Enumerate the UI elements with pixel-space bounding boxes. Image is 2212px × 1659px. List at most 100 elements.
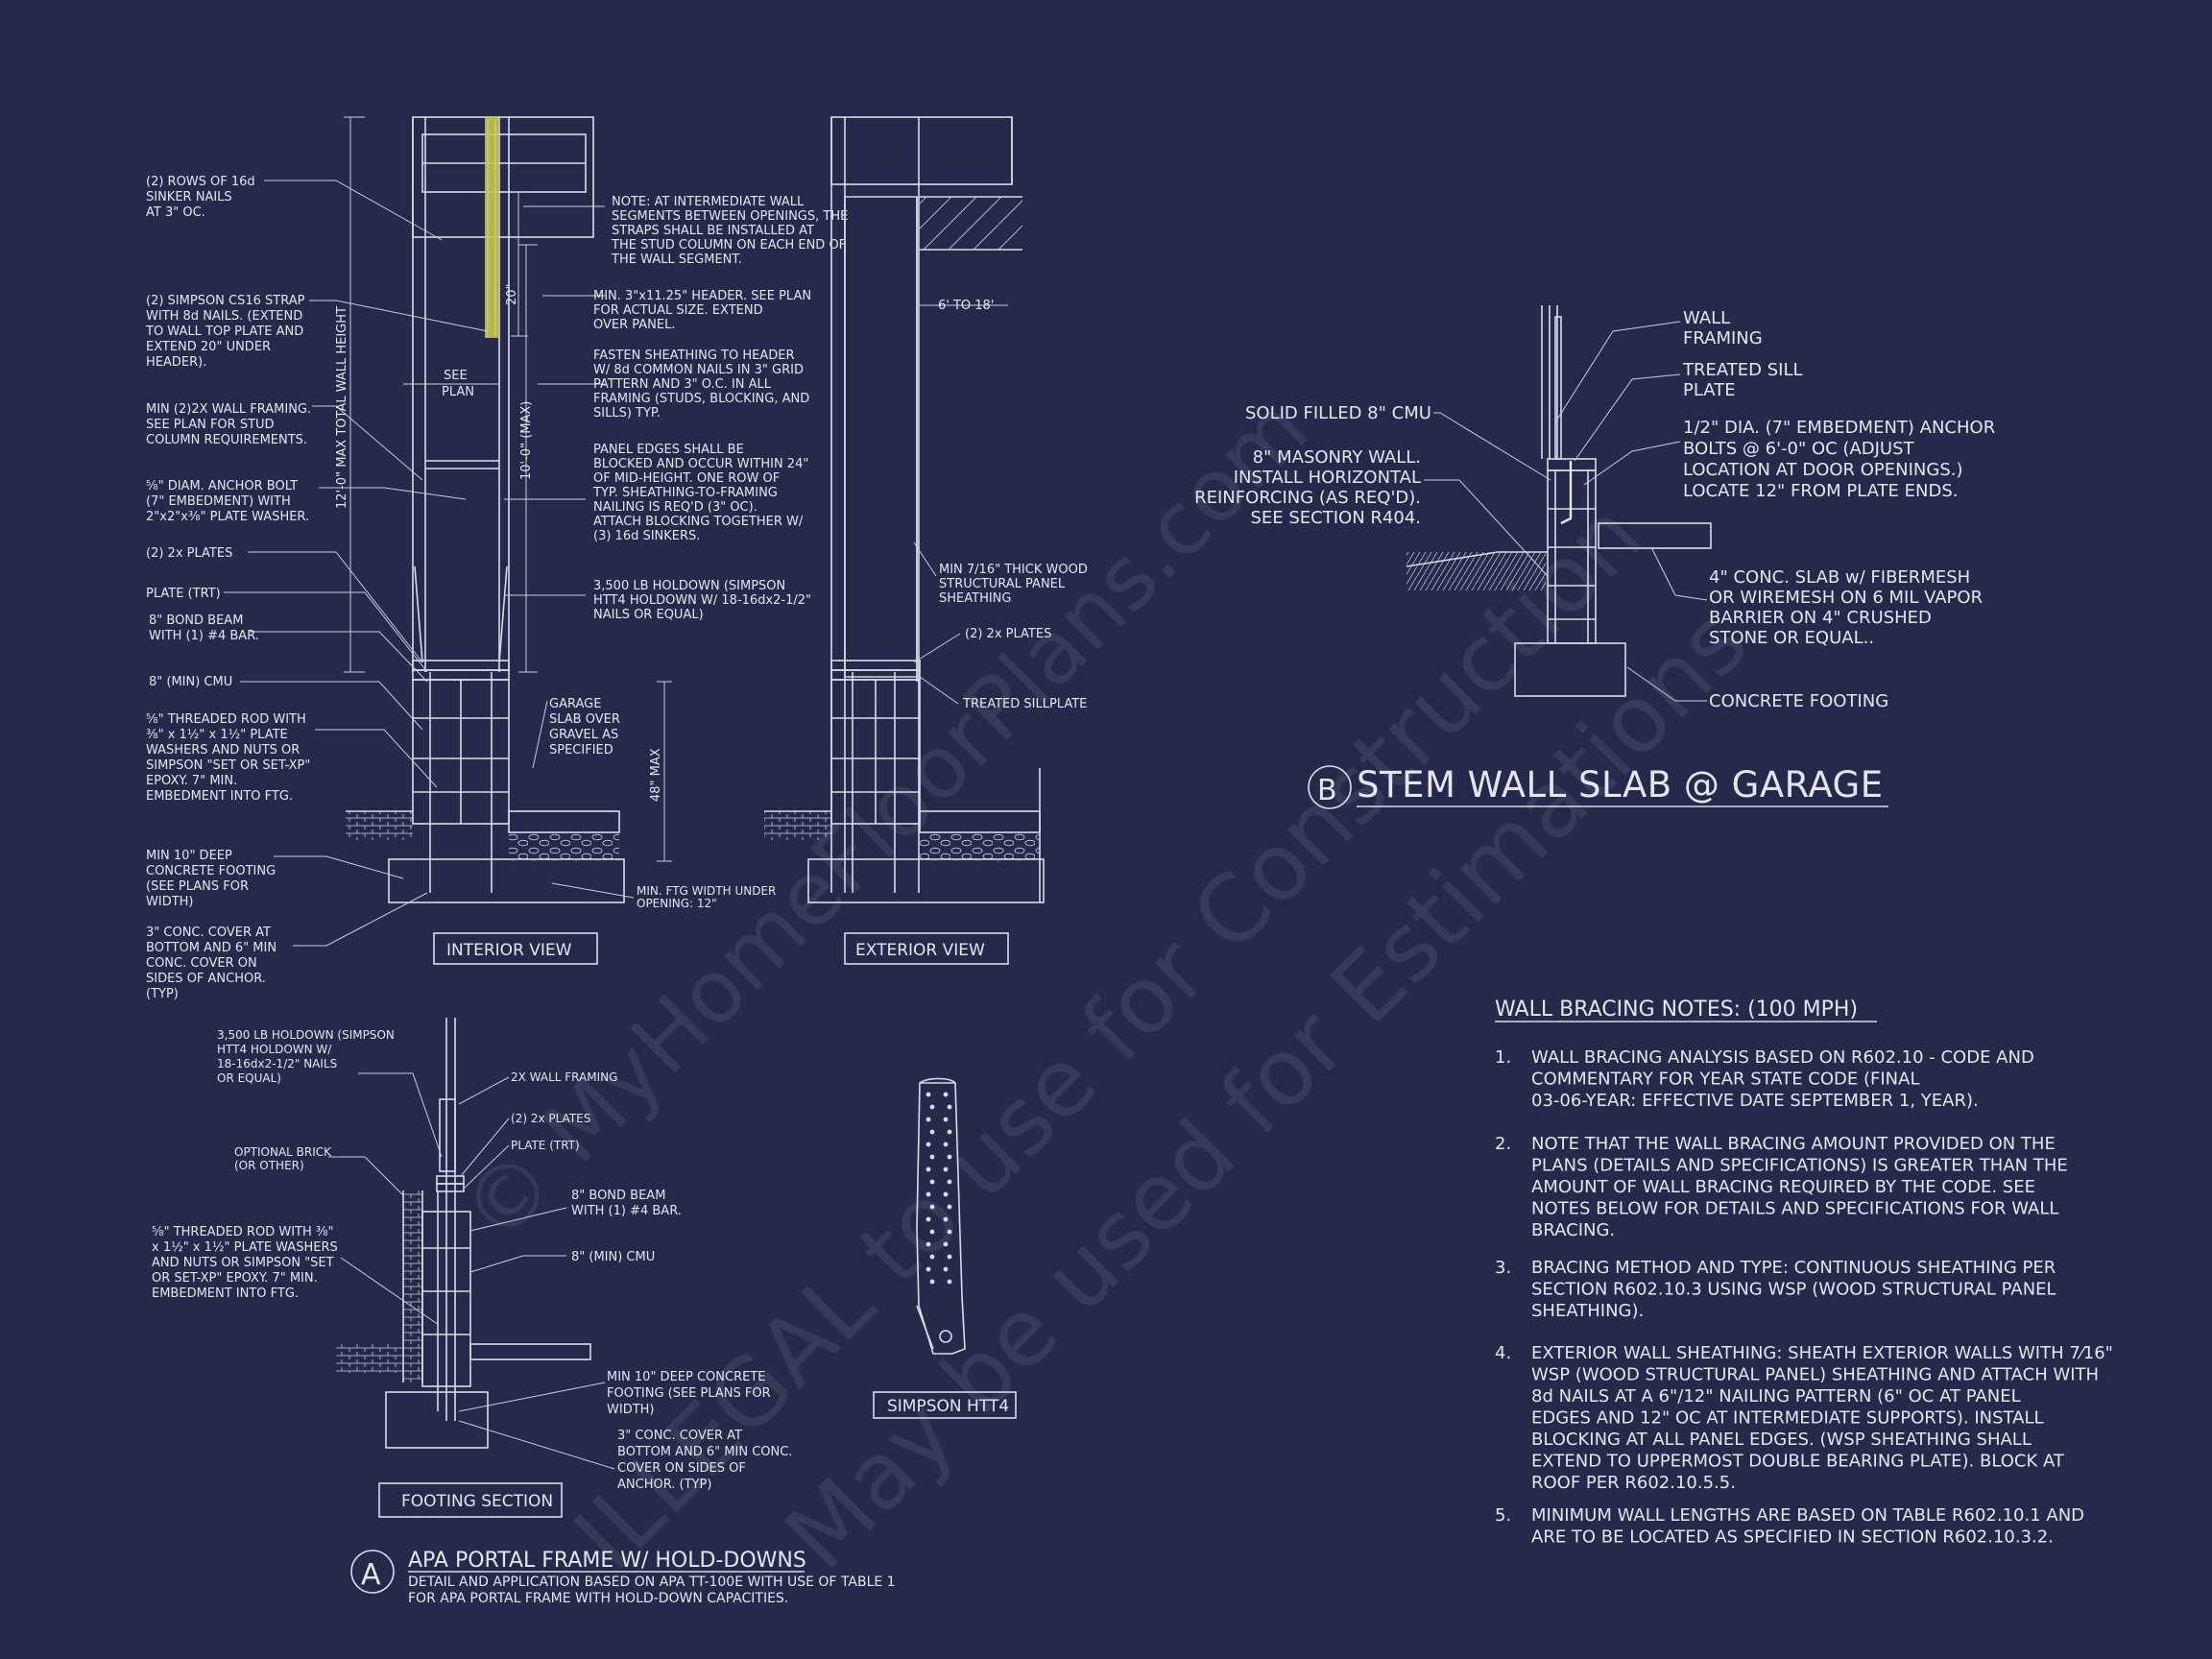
note-5-number: 5. [1495,1505,1511,1526]
dim-forty-eight-max: 48" MAX [649,748,663,802]
interior-view-label: INTERIOR VIEW [446,941,572,960]
detail-a-title-block: A APA PORTAL FRAME W/ HOLD-DOWNS DETAIL … [350,1549,896,1606]
note-1-line: WALL BRACING ANALYSIS BASED ON R602.10 -… [1531,1047,2034,1068]
note-1-number: 1. [1495,1047,1511,1068]
note-2-line: NOTE THAT THE WALL BRACING AMOUNT PROVID… [1531,1134,2056,1154]
detail-a-subtitle: DETAIL AND APPLICATION BASED ON APA TT-1… [408,1575,896,1606]
callout-ftg-min-cmu: 8" (MIN) CMU [571,1250,655,1264]
note-4-line: EDGES AND 12" OC AT INTERMEDIATE SUPPORT… [1531,1408,2044,1429]
note-1-line: 03-06-YEAR: EFFECTIVE DATE SEPTEMBER 1, … [1531,1091,1979,1111]
callout-ftg-optional-brick: OPTIONAL BRICK(OR OTHER) [234,1145,332,1172]
footing-section-drawing [336,1018,591,1449]
note-2-line: BRACING. [1531,1220,1615,1240]
detail-b-title-block: B STEM WALL SLAB @ GARAGE [1308,764,1888,809]
callout-b-solid-cmu: SOLID FILLED 8" CMU [1245,403,1431,423]
detail-b-title: STEM WALL SLAB @ GARAGE [1357,764,1884,805]
exterior-view-drawing [764,116,1045,903]
note-2-line: AMOUNT OF WALL BRACING REQUIRED BY THE C… [1531,1177,2035,1197]
note-3-line: BRACING METHOD AND TYPE: CONTINUOUS SHEA… [1531,1258,2056,1278]
note-2-line: PLANS (DETAILS AND SPECIFICATIONS) IS GR… [1531,1156,2068,1176]
note-2-number: 2. [1495,1134,1511,1154]
detail-a-title: APA PORTAL FRAME W/ HOLD-DOWNS [408,1549,806,1573]
simpson-htt4-drawing [916,1077,966,1355]
callout-b-concrete-footing: CONCRETE FOOTING [1709,691,1888,711]
callout-plate-trt: PLATE (TRT) [146,587,221,601]
note-3-number: 3. [1495,1258,1511,1278]
note-4-number: 4. [1495,1343,1511,1363]
dim-six-to-eighteen: 6' TO 18' [938,299,994,313]
footing-section-label: FOOTING SECTION [401,1492,553,1511]
note-4-line: EXTERIOR WALL SHEATHING: SHEATH EXTERIOR… [1531,1343,2113,1363]
note-4-line: 8d NAILS AT A 6"/12" NAILING PATTERN (6"… [1531,1386,2021,1407]
note-2-line: NOTES BELOW FOR DETAILS AND SPECIFICATIO… [1531,1199,2058,1219]
callout-ftg-wall-framing: 2X WALL FRAMING [511,1070,617,1084]
detail-b-letter: B [1317,774,1337,807]
interior-view-label-box [433,932,598,965]
dim-strap-20: 20" [505,283,519,305]
note-4-line: BLOCKING AT ALL PANEL EDGES. (WSP SHEATH… [1531,1430,2032,1450]
callout-ext-2x-plates: (2) 2x PLATES [965,627,1051,641]
cs16-strap [485,117,498,338]
callout-treated-sillplate: TREATED SILLPLATE [962,697,1087,711]
interior-callout-leaders [224,180,635,947]
note-3-line: SECTION R602.10.3 USING WSP (WOOD STRUCT… [1531,1280,2056,1300]
dim-ten-max: 10'-0" (MAX) [519,401,534,480]
note-5-line: ARE TO BE LOCATED AS SPECIFIED IN SECTIO… [1531,1527,2054,1548]
callout-ftg-plate-trt: PLATE (TRT) [511,1139,580,1152]
interior-view-drawing [344,116,672,903]
detail-a-letter: A [361,1558,381,1592]
dim-total-wall-height: 12'-0" MAX TOTAL WALL HEIGHT [335,306,349,509]
note-4-line: WSP (WOOD STRUCTURAL PANEL) SHEATHING AN… [1531,1365,2099,1385]
note-3-line: SHEATHING). [1531,1301,1644,1321]
notes-heading: WALL BRACING NOTES: (100 MPH) [1495,998,1858,1022]
callout-ftg-2x-plates: (2) 2x PLATES [511,1112,590,1125]
footing-section-label-box [378,1482,563,1518]
note-5-line: MINIMUM WALL LENGTHS ARE BASED ON TABLE … [1531,1505,2084,1526]
exterior-view-label-box [844,932,1009,965]
wall-bracing-notes: WALL BRACING NOTES: (100 MPH) 1. WALL BRA… [1495,998,2113,1548]
simpson-label: SIMPSON HTT4 [887,1397,1009,1416]
callout-wall-framing: MIN (2)2X WALL FRAMING.SEE PLAN FOR STUD… [146,402,311,447]
note-1-line: COMMENTARY FOR YEAR STATE CODE (FINAL [1531,1070,1920,1090]
callout-2x-plates: (2) 2x PLATES [146,546,232,561]
exterior-view-label: EXTERIOR VIEW [855,941,985,960]
simpson-label-box [873,1391,1017,1419]
callout-ftg-threaded-rod: ⅝" THREADED ROD WITH ⅜"x 1½" x 1½" PLATE… [152,1225,338,1301]
note-4-line: EXTEND TO UPPERMOST DOUBLE BEARING PLATE… [1531,1452,2065,1472]
notes-list: 1. WALL BRACING ANALYSIS BASED ON R602.10… [1495,1047,2113,1548]
stem-wall-drawing [1406,305,1712,697]
callout-min-cmu: 8" (MIN) CMU [149,675,232,689]
